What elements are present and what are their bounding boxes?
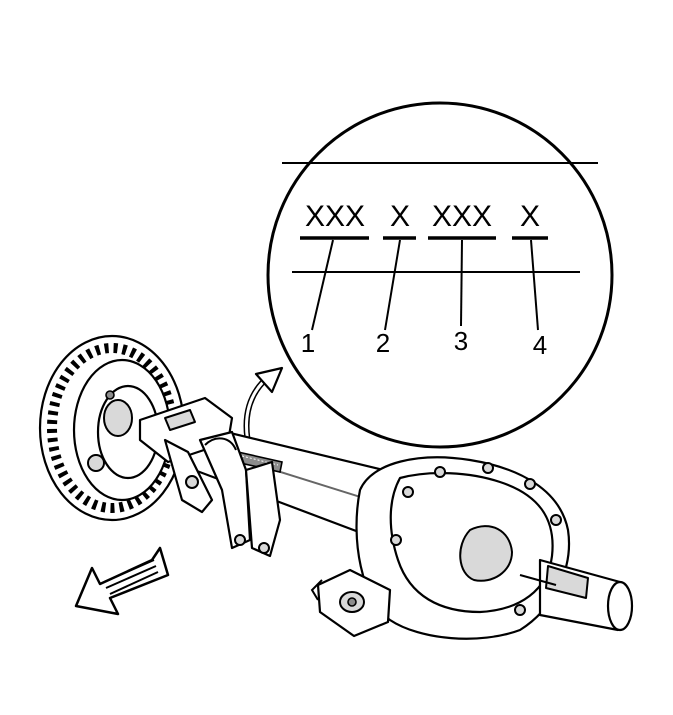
- leader-line-4: [530, 239, 539, 331]
- detail-circle: [266, 101, 614, 449]
- brake-drum: [38, 334, 186, 522]
- code-segment-4: X: [520, 200, 540, 233]
- leader-line-3: [460, 239, 463, 327]
- code-segment-2: X: [390, 200, 410, 233]
- callout-3: 3: [454, 326, 468, 356]
- callout-2: 2: [376, 328, 390, 358]
- pinion-yoke: [310, 568, 392, 638]
- code-segment-1: XXX: [305, 200, 365, 233]
- differential-housing: [355, 456, 571, 640]
- front-direction-arrow-icon: [74, 546, 170, 616]
- leader-line-2: [384, 239, 401, 331]
- callout-4: 4: [533, 330, 547, 360]
- shock-mount-bracket: [198, 430, 282, 558]
- right-axle-tube: [519, 558, 634, 632]
- callout-1: 1: [301, 328, 315, 358]
- code-segment-3: XXX: [432, 200, 492, 233]
- leader-line-1: [311, 239, 334, 331]
- detail-view: XXX X XXX X 1 2 3 4: [266, 101, 614, 449]
